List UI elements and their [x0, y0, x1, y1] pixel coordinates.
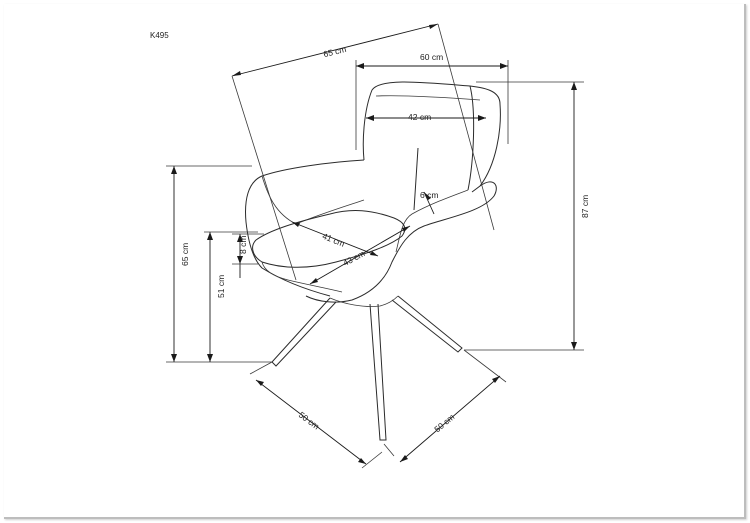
dim-backrest-width: 42 cm: [366, 112, 486, 122]
leg-hub: [329, 295, 399, 307]
backrest-shape: [362, 81, 501, 211]
svg-text:6 cm: 6 cm: [420, 190, 438, 200]
left-armrest-inner: [261, 175, 365, 225]
product-code: K495: [150, 31, 169, 40]
dim-base-width: 50 cm: [249, 361, 383, 469]
dim-seat-height: 51 cm: [204, 231, 258, 362]
drawing-frame: [4, 4, 746, 519]
dim-armrest-above-seat: 8 cm: [232, 233, 264, 278]
svg-text:50 cm: 50 cm: [297, 410, 322, 432]
seat-front-edge: [261, 261, 343, 293]
svg-text:65 cm: 65 cm: [180, 243, 190, 266]
right-armrest: [305, 181, 497, 303]
svg-text:87 cm: 87 cm: [580, 195, 590, 218]
svg-text:51 cm: 51 cm: [216, 275, 226, 298]
dim-total-height: 87 cm: [464, 81, 590, 351]
dim-seat-width: 41 cm: [291, 221, 379, 257]
svg-text:43 cm: 43 cm: [341, 248, 366, 268]
svg-text:42 cm: 42 cm: [408, 112, 431, 122]
dim-armrest-height: 65 cm: [166, 165, 272, 363]
dim-armrest-thickness: 6 cm: [420, 190, 438, 215]
svg-text:60 cm: 60 cm: [420, 52, 443, 62]
svg-text:65 cm: 65 cm: [322, 44, 347, 59]
backrest-seam: [375, 95, 481, 101]
base-legs: [271, 295, 463, 441]
svg-text:41 cm: 41 cm: [321, 231, 346, 249]
svg-text:50 cm: 50 cm: [432, 412, 456, 435]
chair-outline: [245, 81, 501, 441]
dim-overall-depth: 60 cm: [355, 52, 509, 150]
svg-text:8 cm: 8 cm: [238, 236, 248, 254]
dim-base-depth: 50 cm: [383, 349, 507, 463]
